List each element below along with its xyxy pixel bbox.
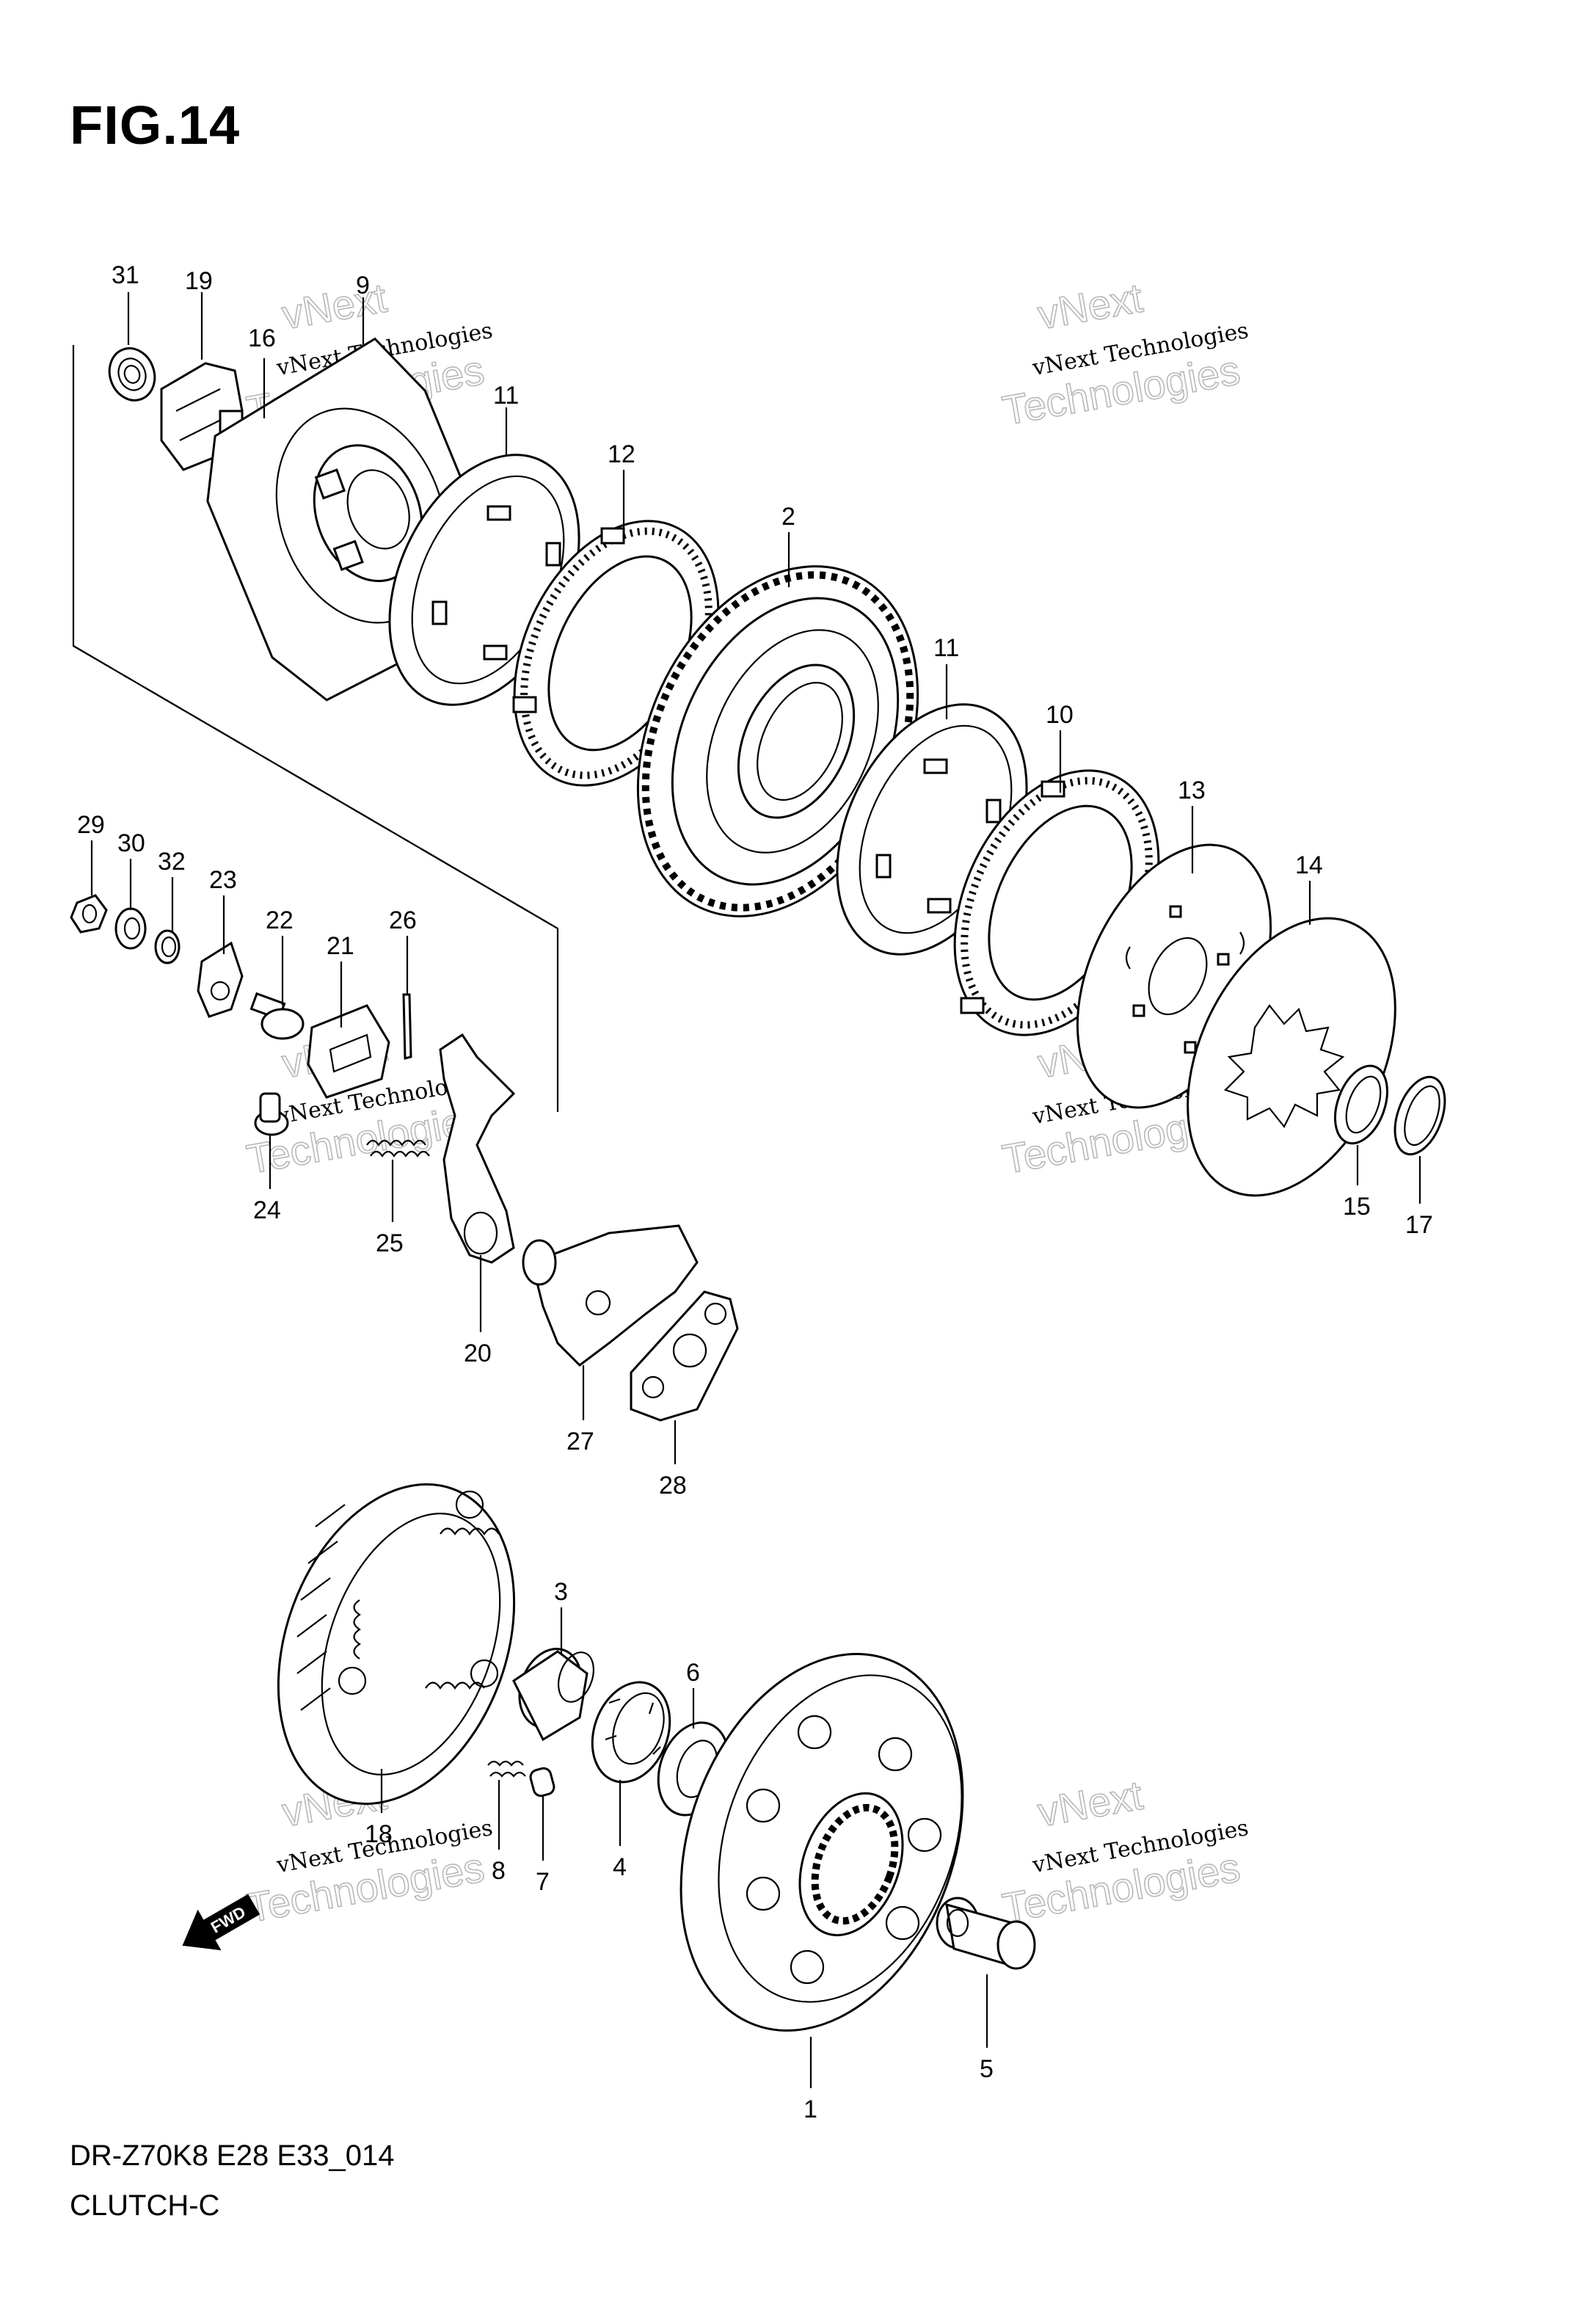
part-23-plate — [197, 941, 244, 1018]
part-32-washer — [154, 929, 181, 964]
watermark-top-right: vNext vNext Technologies Technologies — [999, 274, 1250, 435]
watermark-text-large: vNext — [1035, 1772, 1146, 1836]
figure-name: CLUTCH-C — [70, 2189, 220, 2222]
callout-24: 24 — [253, 1196, 281, 1224]
part-31-bearing — [108, 347, 156, 401]
leader-lines — [90, 292, 1421, 2088]
part-29-nut — [70, 894, 108, 934]
watermark-bottom-right: vNext vNext Technologies Technologies — [999, 1771, 1250, 1932]
part-27-bracket — [522, 1224, 699, 1367]
callout-25: 25 — [376, 1229, 404, 1257]
part-15-washer — [1334, 1064, 1388, 1145]
part-1-clutch-housing — [679, 1652, 964, 2032]
callout-19: 19 — [185, 267, 213, 295]
callout-30: 30 — [117, 829, 145, 857]
callout-15: 15 — [1343, 1193, 1371, 1221]
part-5-dowel — [936, 1897, 1036, 1970]
callout-2: 2 — [781, 503, 795, 531]
part-4-one-way-clutch — [591, 1681, 671, 1784]
part-18-clutch-shoe-assembly — [277, 1483, 516, 1806]
part-7-roller — [529, 1767, 555, 1797]
callout-13: 13 — [1178, 777, 1206, 804]
callout-5: 5 — [980, 2055, 994, 2083]
part-21-block — [307, 1004, 390, 1099]
callout-29: 29 — [77, 811, 105, 839]
watermark-text-large: vNext — [279, 275, 390, 338]
callout-22: 22 — [266, 906, 294, 934]
callout-23: 23 — [209, 866, 237, 894]
callout-12: 12 — [608, 440, 635, 468]
part-30-washer — [114, 907, 147, 950]
callout-17: 17 — [1405, 1211, 1433, 1239]
callout-9: 9 — [356, 272, 370, 299]
callout-21: 21 — [327, 932, 354, 960]
part-20-lever — [439, 1033, 516, 1264]
callout-11-upper: 11 — [493, 382, 519, 410]
callout-11-lower: 11 — [933, 634, 959, 662]
callout-14: 14 — [1295, 851, 1323, 879]
callout-7: 7 — [536, 1868, 550, 1896]
callout-3: 3 — [554, 1578, 568, 1606]
callout-26: 26 — [389, 906, 417, 934]
callout-8: 8 — [492, 1857, 506, 1885]
callout-32: 32 — [158, 848, 186, 876]
callout-10: 10 — [1046, 701, 1074, 729]
part-25-spring — [366, 1139, 430, 1157]
callout-28: 28 — [659, 1472, 687, 1499]
callout-20: 20 — [464, 1339, 492, 1367]
callout-31: 31 — [112, 261, 139, 289]
callout-18: 18 — [365, 1820, 393, 1848]
callout-1: 1 — [804, 2095, 817, 2123]
part-28-plate — [630, 1290, 739, 1422]
part-8-spring — [487, 1760, 526, 1778]
callout-16: 16 — [248, 324, 276, 352]
part-26-pin — [402, 993, 412, 1060]
callout-27: 27 — [566, 1428, 594, 1455]
figure-title: FIG.14 — [70, 95, 241, 156]
callout-labels: 31 19 9 16 11 12 2 11 10 13 14 15 17 29 … — [77, 261, 1433, 2123]
callout-4: 4 — [613, 1853, 627, 1881]
part-24-bolt — [254, 1092, 289, 1136]
callout-6: 6 — [686, 1659, 700, 1687]
figure-code: DR-Z70K8 E28 E33_014 — [70, 2140, 395, 2172]
part-3-bushing — [512, 1648, 594, 1742]
part-22-bolt — [249, 992, 305, 1040]
part-17-circlip — [1393, 1075, 1446, 1156]
watermark-text-large: vNext — [1035, 275, 1146, 338]
subassembly-bracket-dash — [73, 645, 558, 929]
